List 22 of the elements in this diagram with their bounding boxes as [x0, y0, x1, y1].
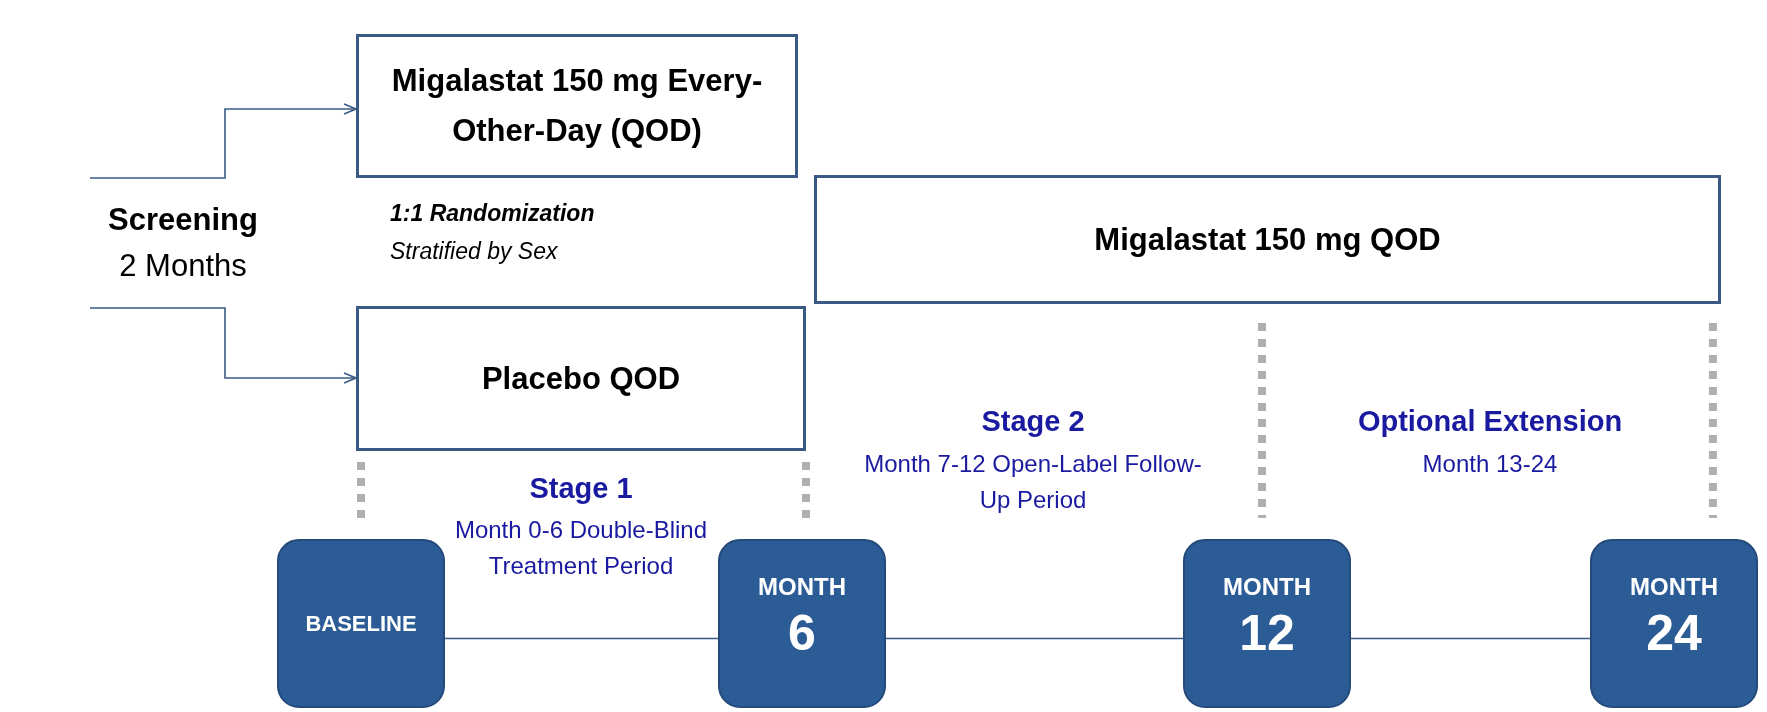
- timeline-line: [444, 637, 719, 640]
- timepoint-tile: MONTH 24: [1590, 539, 1758, 708]
- stage-description: Month 7-12 Open-Label Follow-Up Period: [863, 449, 1203, 515]
- timeline-line: [1350, 637, 1591, 640]
- randomization-note: 1:1 Randomization: [390, 199, 596, 228]
- timeline-line: [885, 637, 1184, 640]
- screening-title: Screening: [108, 200, 258, 239]
- treatment-box: Migalastat 150 mg Every-Other-Day (QOD): [356, 34, 798, 178]
- arrow: [89, 103, 357, 179]
- stage-description: Month 0-6 Double-Blind Treatment Period: [453, 515, 709, 581]
- arrow: [89, 307, 357, 384]
- stratification-note: Stratified by Sex: [390, 237, 559, 266]
- stage-heading: Stage 2: [980, 404, 1086, 439]
- timepoint-tile: BASELINE: [277, 539, 445, 708]
- timepoint-tile: MONTH 12: [1183, 539, 1351, 708]
- stage-description: Month 13-24: [1421, 449, 1559, 479]
- treatment-box: Migalastat 150 mg QOD: [814, 175, 1721, 304]
- stage-heading: Stage 1: [528, 471, 634, 506]
- duration-text: 2 Months: [119, 247, 247, 285]
- treatment-box: Placebo QOD: [356, 306, 806, 451]
- timepoint-tile: MONTH 6: [718, 539, 886, 708]
- stage-heading: Optional Extension: [1356, 404, 1624, 439]
